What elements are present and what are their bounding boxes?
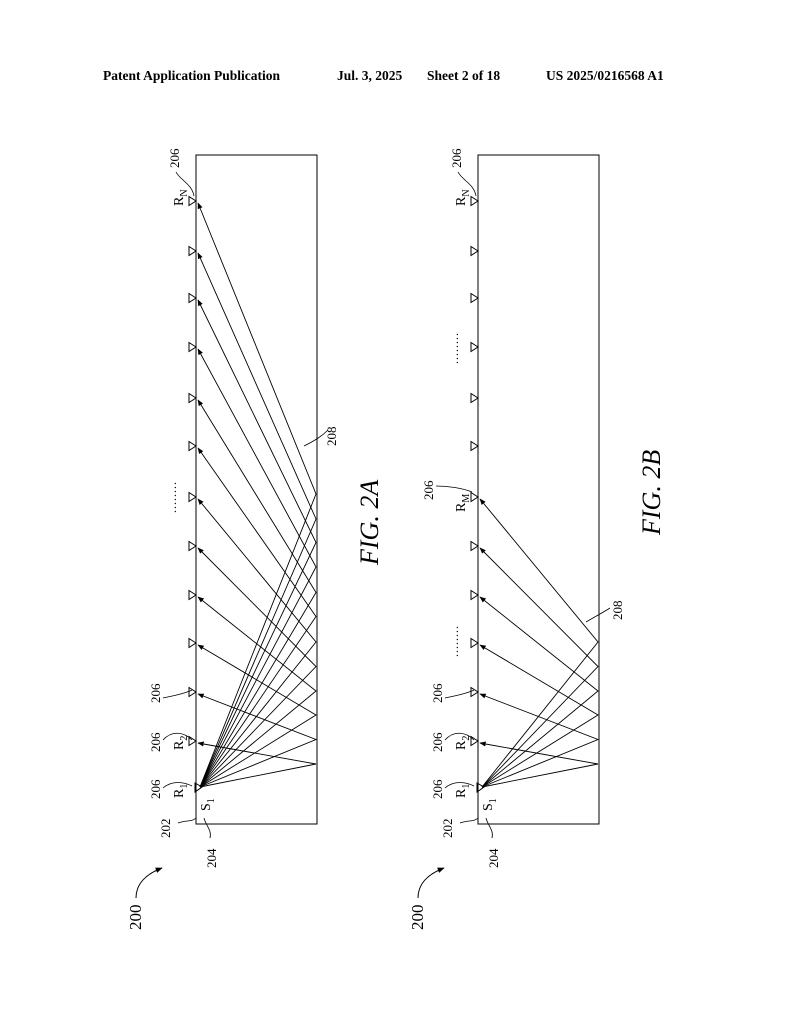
ray-path-a-5 <box>197 399 317 788</box>
ref-206-rm-b: 206 <box>421 480 436 500</box>
figure-2a: RN R2 R1 S1 206 206 206 206 202 204 208 … <box>126 148 384 930</box>
body-202-b <box>477 154 600 825</box>
receiver-marker-a-3 <box>188 292 197 304</box>
ref-202-b: 202 <box>440 819 455 839</box>
receiver-label-r2-a: R2 <box>172 736 190 750</box>
body-202-a <box>195 154 318 825</box>
ray-path-a-6 <box>197 447 317 788</box>
publication-date: Jul. 3, 2025 <box>337 68 403 83</box>
ray-path-b-3 <box>479 596 599 788</box>
ref-208-a: 208 <box>324 427 339 447</box>
ellipsis-a: ........ <box>165 481 179 513</box>
sheet-number: Sheet 2 of 18 <box>427 68 501 83</box>
ref-206-r1-a: 206 <box>148 779 163 799</box>
receiver-marker-b-9 <box>470 589 479 601</box>
ray-path-a-2 <box>197 252 317 788</box>
receiver-label-r2-b: R2 <box>454 736 472 750</box>
receivers-b <box>470 195 479 747</box>
receiver-marker-a-5 <box>188 392 197 404</box>
receiver-label-rn-a: RN <box>172 189 190 206</box>
ref-200-a: 200 <box>126 905 145 931</box>
ref-206-r1-b: 206 <box>430 779 445 799</box>
source-label-s1-a: S1 <box>199 798 217 811</box>
receiver-marker-b-12 <box>470 735 479 747</box>
receiver-label-rm-b: RM <box>454 494 472 512</box>
ray-paths-b <box>479 498 600 788</box>
page-header: Patent Application Publication Jul. 3, 2… <box>0 68 794 88</box>
receiver-marker-a-7 <box>188 491 197 503</box>
ellipsis-b-top: ........ <box>447 332 461 364</box>
source-marker-b <box>476 782 485 793</box>
receiver-marker-b-2 <box>470 245 479 257</box>
ray-path-a-1 <box>197 202 317 788</box>
ray-path-b-4 <box>479 644 599 788</box>
ray-path-a-4 <box>197 348 317 788</box>
receiver-marker-a-2 <box>188 245 197 257</box>
receivers-a <box>188 195 197 747</box>
receiver-label-rn-b: RN <box>454 189 472 206</box>
ref-202-a: 202 <box>158 819 173 839</box>
ref-200-b: 200 <box>408 905 427 931</box>
receiver-marker-b-1 <box>470 195 479 207</box>
ray-path-b-1 <box>479 498 599 788</box>
receiver-marker-a-9 <box>188 589 197 601</box>
figure-caption-2a: FIG. 2A <box>355 480 384 566</box>
receiver-marker-b-11 <box>470 686 479 698</box>
ray-path-a-7 <box>197 498 317 788</box>
ray-path-a-3 <box>197 299 317 788</box>
receiver-marker-b-6 <box>470 440 479 452</box>
figure-caption-2b: FIG. 2B <box>637 450 666 536</box>
ref-206-mid-b: 206 <box>430 683 445 703</box>
ray-path-a-10 <box>197 644 317 788</box>
receiver-label-r1-a: R1 <box>172 784 190 798</box>
ray-path-a-11 <box>197 693 318 788</box>
ref-206-r2-b: 206 <box>430 732 445 752</box>
ray-path-a-9 <box>197 596 317 788</box>
receiver-marker-a-6 <box>188 440 197 452</box>
ref-204-b: 204 <box>486 848 501 868</box>
receiver-marker-b-8 <box>470 540 479 552</box>
source-label-s1-b: S1 <box>481 798 499 811</box>
receiver-marker-a-8 <box>188 540 197 552</box>
receiver-marker-a-10 <box>188 637 197 649</box>
ray-path-a-8 <box>197 547 317 788</box>
receiver-marker-b-7 <box>470 491 479 503</box>
ref-206-top-b: 206 <box>449 148 464 168</box>
receiver-marker-b-4 <box>470 341 479 353</box>
ray-paths-a <box>197 202 318 788</box>
receiver-marker-b-5 <box>470 392 479 404</box>
ellipsis-b-bottom: ........ <box>447 625 461 657</box>
receiver-marker-a-12 <box>188 735 197 747</box>
receiver-marker-a-11 <box>188 686 197 698</box>
source-marker-a <box>194 782 203 793</box>
ray-path-b-2 <box>479 547 599 788</box>
receiver-marker-a-4 <box>188 341 197 353</box>
receiver-label-r1-b: R1 <box>454 784 472 798</box>
ref-204-a: 204 <box>204 848 219 868</box>
receiver-marker-b-10 <box>470 637 479 649</box>
ref-206-mid-a: 206 <box>148 683 163 703</box>
ref-206-top-a: 206 <box>167 148 182 168</box>
ray-path-a-12 <box>197 741 317 788</box>
ref-206-r2-a: 206 <box>148 732 163 752</box>
figure-2b: RN RM R2 R1 S1 206 206 206 206 206 202 2… <box>408 148 666 930</box>
ray-path-b-5 <box>479 693 600 788</box>
ray-path-b-6 <box>479 741 599 788</box>
receiver-marker-a-1 <box>188 195 197 207</box>
ref-208-b: 208 <box>610 601 625 621</box>
receiver-marker-b-3 <box>470 292 479 304</box>
publication-title: Patent Application Publication <box>103 68 281 83</box>
patent-number: US 2025/0216568 A1 <box>546 68 664 83</box>
